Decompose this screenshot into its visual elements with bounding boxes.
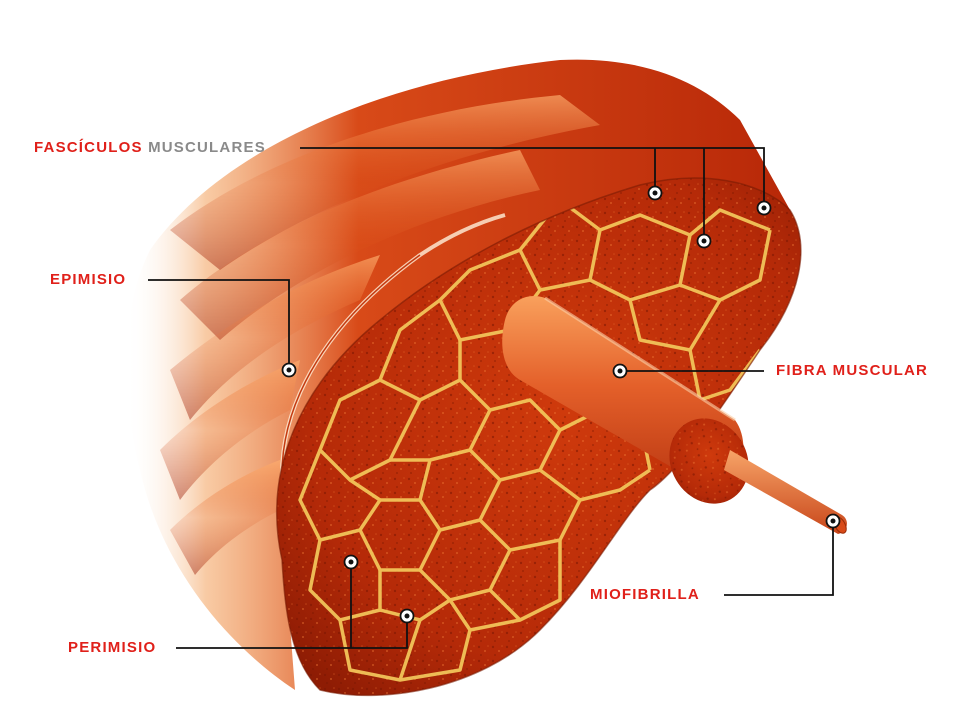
leader-epimisio xyxy=(148,279,290,370)
label-fibra-muscular: FIBRA MUSCULAR xyxy=(776,362,929,379)
label-miofibrilla: MIOFIBRILLA xyxy=(590,586,700,603)
label-musculares-word: MUSCULARES xyxy=(148,139,266,156)
label-fasciculos-word: FASCÍCULOS xyxy=(34,139,143,156)
leader-miofibrilla xyxy=(724,521,834,596)
marker-fasciculo-1 xyxy=(647,185,663,201)
target-markers xyxy=(281,185,841,624)
cross-section-face xyxy=(275,177,802,697)
marker-miofibrilla xyxy=(825,513,841,529)
label-perimisio: PERIMISIO xyxy=(68,639,157,656)
label-epimisio: EPIMISIO xyxy=(50,271,127,288)
leader-perimisio xyxy=(176,616,408,649)
marker-epimisio xyxy=(281,362,297,378)
marker-fasciculo-3 xyxy=(756,200,772,216)
marker-perimisio-1 xyxy=(343,554,359,570)
muscle-bundle-body xyxy=(126,59,791,690)
label-fasciculos-musculares: FASCÍCULOS MUSCULARES xyxy=(34,139,266,157)
marker-fasciculo-2 xyxy=(696,233,712,249)
leader-lines xyxy=(148,147,834,649)
leader-fasciculos xyxy=(300,147,765,208)
muscle-fiber-cylinder xyxy=(502,296,847,534)
marker-perimisio-2 xyxy=(399,608,415,624)
marker-fibra xyxy=(612,363,628,379)
